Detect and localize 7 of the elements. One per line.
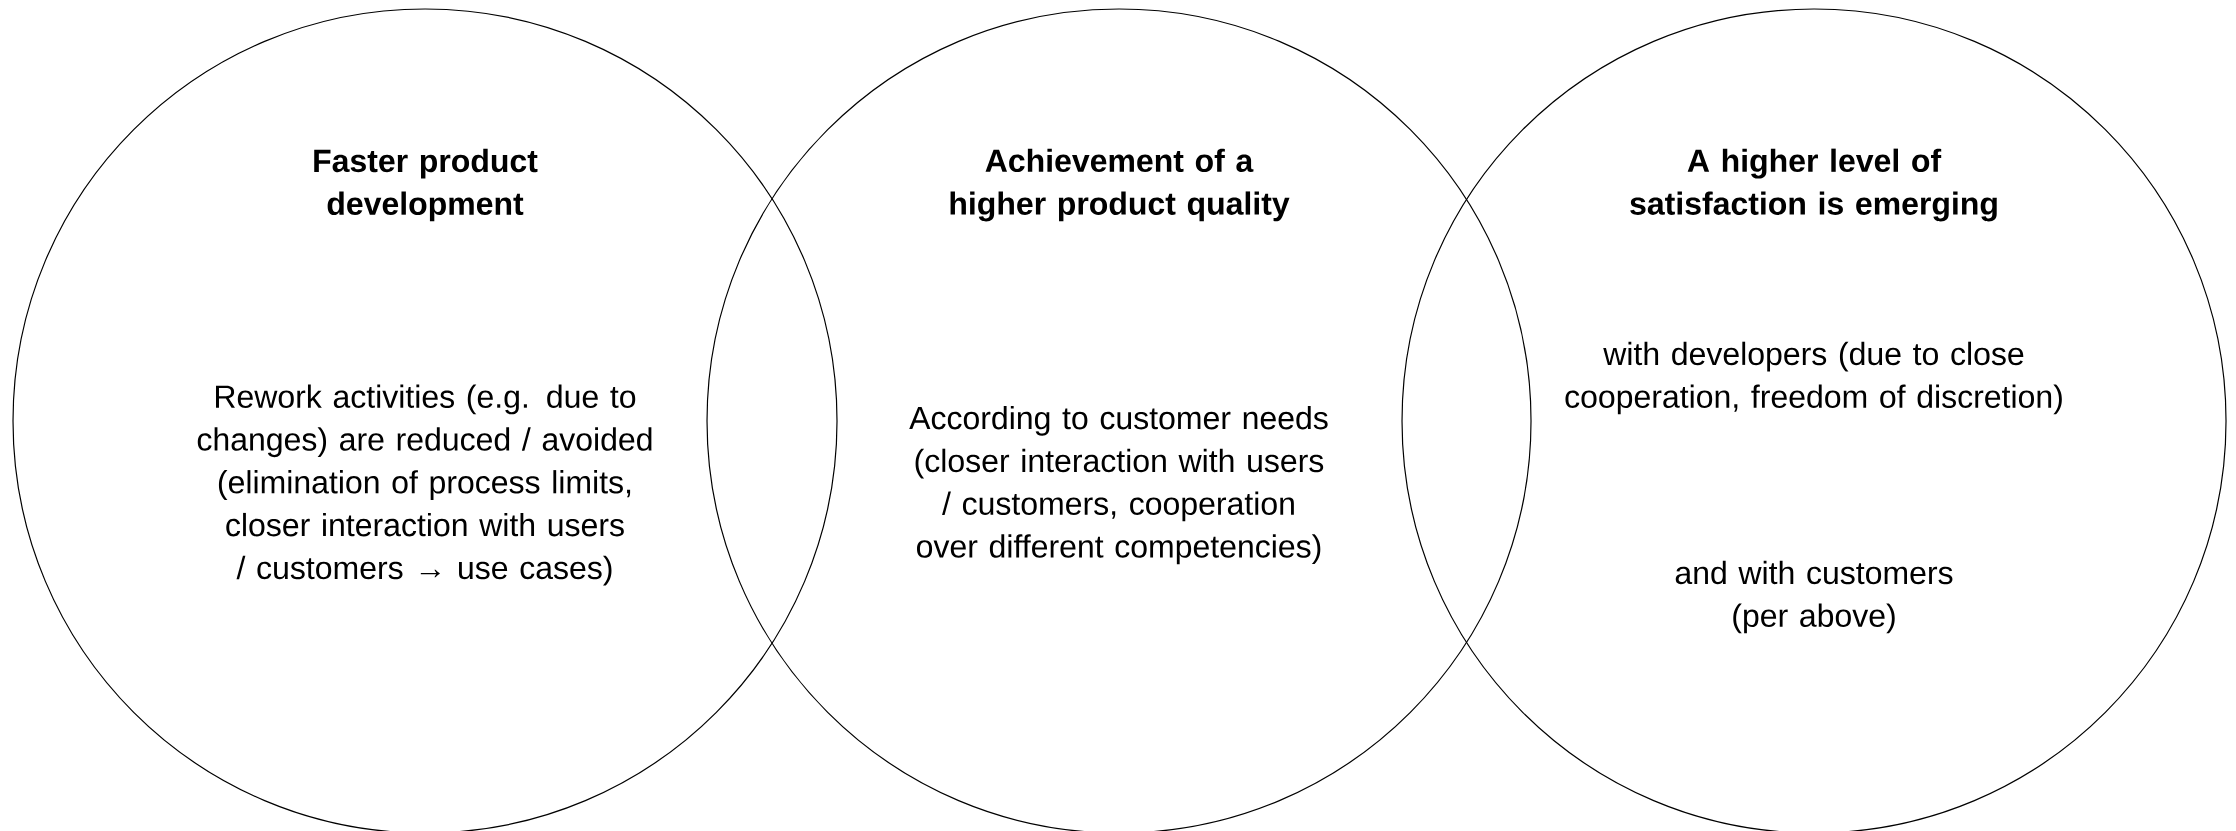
heading: Achievement of a higher product quality (950, 148, 1290, 222)
body-text: with developers (due to close cooperation, freedom of discretion) (1565, 341, 2062, 415)
heading: Faster product development (314, 148, 538, 222)
body-text: According to customer needs (closer interaction with users / customers, cooperation over different competencies) (909, 405, 1328, 565)
heading: A higher level of satisfaction is emerging (1630, 148, 1997, 222)
body-text: Rework activities (e.g. due to changes) are reduced / avoided (elimination of process limits, closer interaction with users / customers → use cases) (197, 384, 652, 586)
body-text: and with customers (per above) (1675, 560, 1953, 634)
